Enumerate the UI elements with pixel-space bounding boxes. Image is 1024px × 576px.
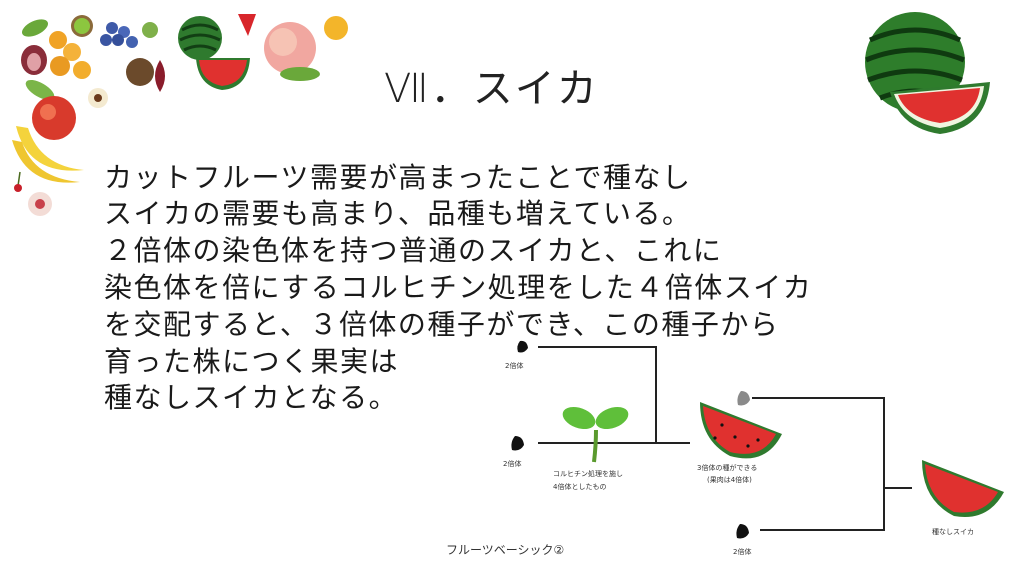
body-line-4: 染色体を倍にするコルヒチン処理をした４倍体スイカ — [104, 271, 813, 304]
body-line-5: を交配すると、３倍体の種子ができ、この種子から — [104, 308, 780, 341]
seed-icon — [736, 524, 749, 539]
body-line-7: 種なしスイカとなる。 — [104, 381, 399, 414]
body-line-3: ２倍体の染色体を持つ普通のスイカと、これに — [104, 234, 723, 267]
seed-icon — [511, 436, 524, 451]
seed-bottom-label: 2倍体 — [733, 548, 752, 556]
slide-title: Ⅶ．スイカ — [384, 66, 599, 112]
watermelon-icon — [700, 402, 782, 459]
body-line-6: 育った株につく果実は — [104, 345, 400, 378]
sprout-icon — [562, 406, 629, 463]
sprout-label-1: コルヒチン処理を施し — [553, 470, 623, 478]
melon-label-1: 3倍体の種ができる — [697, 464, 758, 472]
seed-icon — [737, 391, 750, 406]
seed-icon — [517, 340, 528, 353]
body-line-2: スイカの需要も高まり、品種も増えている。 — [104, 197, 692, 230]
seed-mid-label: 2倍体 — [503, 460, 522, 468]
seed-top-label: 2倍体 — [505, 362, 524, 370]
watermelon-icon — [922, 460, 1004, 517]
result-label: 種なしスイカ — [932, 528, 974, 536]
diagram-connector-lines — [538, 346, 912, 531]
footer-text: フルーツベーシック② — [446, 543, 565, 557]
body-line-1: カットフルーツ需要が高まったことで種なし — [104, 161, 692, 194]
sprout-label-2: 4倍体としたもの — [553, 483, 607, 491]
melon-label-2: (果肉は4倍体) — [707, 476, 752, 484]
